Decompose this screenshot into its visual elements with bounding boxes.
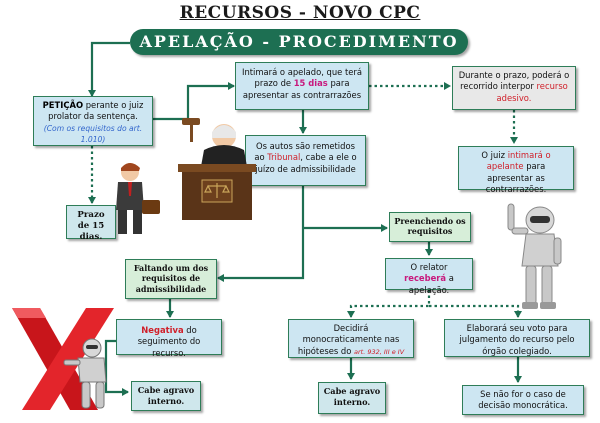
autos-part2: , cabe a ele o juízo de admissibilidade [255, 152, 357, 174]
senao-text: Se não for o caso de decisão monocrática… [478, 389, 568, 411]
robot-raised-arm [507, 203, 515, 231]
robot-foot-left [522, 302, 538, 309]
intimara-part2: para apresentar as contrarrazões [242, 78, 362, 100]
robot-visor [530, 216, 550, 223]
node-durante: Durante o prazo, poderá o recorrido inte… [452, 66, 576, 110]
lawyer-hair [121, 163, 140, 171]
gavel-handle [190, 124, 193, 142]
faltando-text: Faltando um dos requisitos de admissibil… [133, 263, 209, 294]
intimara-part1: Intimará o apelado, que terá prazo de [242, 67, 362, 89]
node-relator: O relator receberá a apelação. [385, 258, 473, 295]
robot-shoulder [511, 227, 529, 235]
connector-banner-peticao [88, 41, 130, 97]
robot-leg-right [541, 265, 553, 305]
pushing-robot [63, 338, 107, 409]
judge-hair [212, 125, 236, 138]
node-prazo: Prazo de 15 dias. [66, 205, 116, 243]
autos-highlight: Tribunal [267, 152, 301, 163]
gavel-head [182, 118, 200, 125]
briefcase-icon [142, 200, 160, 214]
node-decidira: Decidirá monocraticamente nas hipóteses … [288, 319, 414, 358]
cabe1-text: Cabe agravo interno. [137, 385, 195, 406]
node-preenchendo: Preenchendo os requisitos [389, 212, 471, 242]
main-title: RECURSOS - NOVO CPC [179, 3, 421, 23]
lawyer-leg-right [133, 210, 142, 234]
relator-part1: O relator [410, 262, 448, 272]
durante-part1: Durante o prazo, poderá o recorrido inte… [458, 70, 570, 92]
juiz-highlight: intimará o apelante [486, 150, 551, 172]
robot-arm [553, 237, 562, 265]
subtitle-banner: APELAÇÃO - PROCEDIMENTO [130, 29, 468, 55]
node-se-nao: Se não for o caso de decisão monocrática… [462, 385, 584, 415]
node-juiz-intimara: O juiz intimará o apelante para apresent… [458, 146, 574, 194]
durante-highlight: recurso adesivo. [496, 81, 568, 103]
decidira-ref: art. 932, III e IV [354, 347, 405, 356]
cabe2-text: Cabe agravo interno. [323, 386, 381, 407]
decidira-part1: Decidirá monocraticamente nas hipóteses … [297, 323, 400, 356]
node-cabe-agravo-1: Cabe agravo interno. [131, 381, 201, 411]
prazo-text: Prazo de 15 dias. [77, 210, 105, 243]
node-intimara: Intimará o apelado, que terá prazo de 15… [235, 62, 369, 110]
robot-leg-left [525, 265, 537, 305]
node-peticao: PETIÇÃO perante o juiz prolator da sente… [33, 96, 153, 146]
peticao-rest: perante o juiz prolator da sentença. [48, 100, 144, 122]
robot-right-illustration [507, 203, 562, 309]
relator-part2: a apelação. [408, 273, 454, 295]
negativa-rest: do seguimento do recurso. [137, 325, 201, 358]
robot-foot-right [540, 302, 556, 309]
scales-icon [204, 183, 230, 198]
node-negativa: Negativa do seguimento do recurso. [116, 319, 222, 358]
red-x-icon [12, 308, 114, 410]
robot-torso [521, 233, 559, 267]
intimara-highlight: 15 dias [293, 78, 328, 89]
lawyer-leg-left [118, 210, 127, 234]
preenchendo-text: Preenchendo os requisitos [394, 216, 466, 237]
peticao-lead: PETIÇÃO [42, 100, 84, 110]
relator-highlight: receberá [404, 273, 447, 284]
red-x-illustration [12, 308, 114, 410]
node-cabe-agravo-2: Cabe agravo interno. [318, 382, 386, 414]
node-faltando: Faltando um dos requisitos de admissibil… [125, 259, 217, 299]
lawyer-illustration [116, 163, 160, 234]
peticao-note: (Com os requisitos do art. 1.010) [43, 123, 143, 145]
juiz-part2: para apresentar as contrarrazões. [485, 161, 547, 195]
autos-part1: Os autos são remetidos ao [254, 141, 355, 163]
judge-illustration [178, 118, 256, 220]
node-elaborara: Elaborará seu voto para julgamento do re… [444, 319, 590, 357]
node-autos: Os autos são remetidos ao Tribunal, cabe… [245, 135, 366, 186]
elaborara-text: Elaborará seu voto para julgamento do re… [459, 323, 575, 356]
lawyer-tie [128, 182, 132, 196]
negativa-highlight: Negativa [141, 325, 184, 335]
juiz-part1: O juiz [481, 150, 508, 160]
bench-top [178, 164, 256, 172]
